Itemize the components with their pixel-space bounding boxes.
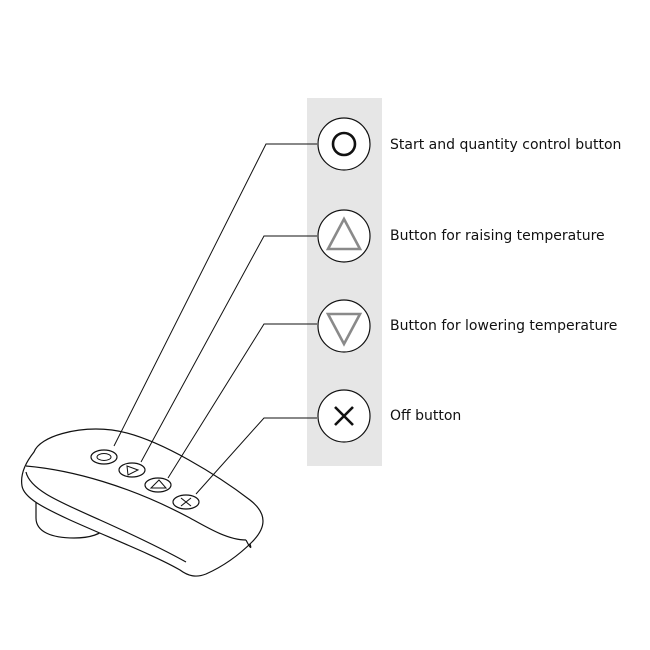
legend-button-lower xyxy=(317,299,371,353)
label-lower: Button for lowering temperature xyxy=(390,318,617,334)
label-raise: Button for raising temperature xyxy=(390,228,605,244)
remote-body xyxy=(21,428,264,577)
circle-icon xyxy=(331,131,357,157)
legend-button-off xyxy=(317,389,371,443)
remote-button-triangle-up[interactable] xyxy=(144,477,172,493)
leader-line-circle xyxy=(113,143,317,447)
remote-top-edge xyxy=(25,465,247,541)
leader-lines xyxy=(113,143,317,495)
legend-button-start xyxy=(317,117,371,171)
remote-control xyxy=(21,428,264,577)
remote-button-cross[interactable] xyxy=(172,494,200,510)
circle-icon xyxy=(96,453,112,461)
leader-line-lower xyxy=(167,323,317,479)
cross-icon xyxy=(180,497,192,507)
legend-button-raise xyxy=(317,209,371,263)
label-start: Start and quantity control button xyxy=(390,137,621,153)
cross-icon xyxy=(334,406,354,426)
triangle-up-icon xyxy=(149,479,168,489)
remote-button-triangle-down[interactable] xyxy=(118,462,146,478)
remote-bevel xyxy=(25,471,187,563)
label-off: Off button xyxy=(390,408,461,424)
remote-side-edge xyxy=(245,539,252,549)
leader-line-off xyxy=(195,417,317,495)
remote-button-circle[interactable] xyxy=(90,449,118,465)
leader-line-raise xyxy=(140,235,317,463)
triangle-down-icon xyxy=(126,465,140,476)
triangle-up-icon xyxy=(325,216,363,251)
triangle-down-icon xyxy=(325,312,363,347)
